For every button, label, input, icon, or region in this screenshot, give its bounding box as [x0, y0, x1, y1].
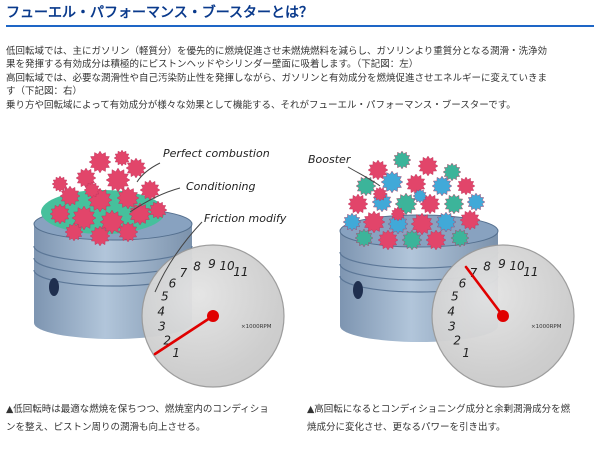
body-line-3: 高回転域では、必要な潤滑性や自己汚染防止性を発揮しながら、ガソリンと有効成分を燃… [6, 73, 548, 84]
gauge-tick-label: 4 [157, 304, 165, 318]
page-title: フューエル・パフォーマンス・ブースターとは？ [6, 5, 314, 21]
red-particle [117, 221, 139, 243]
red-particle [390, 206, 406, 222]
red-particle [64, 222, 84, 242]
needle-hub [207, 310, 219, 322]
red-particle [113, 149, 131, 167]
green-particle [354, 228, 374, 248]
blue-particle [466, 192, 486, 212]
gauge-tick-label: 6 [169, 277, 177, 291]
red-particle [105, 167, 131, 193]
red-particle [362, 210, 386, 234]
gauge-unit-label: ×1000RPM [241, 324, 272, 330]
red-particle [347, 193, 369, 215]
booster-label: Booster [308, 153, 352, 166]
gauge-tick-label: 10 [509, 259, 525, 273]
right-annotations: Booster [308, 153, 381, 187]
red-particle [456, 176, 476, 196]
gauge-tick-label: 9 [498, 257, 506, 271]
red-particle [367, 159, 389, 181]
gauge-tick-label: 8 [483, 260, 491, 274]
red-particle [377, 229, 399, 251]
body-line-5: 乗り方や回転域によって有効成分が様々な効果として機能する、それがフューエル・パフ… [6, 100, 516, 111]
blue-particle [431, 175, 453, 197]
gauge-tick-label: 1 [462, 346, 470, 360]
gauge-tick-label: 7 [180, 266, 188, 280]
gauge-tick-label: 2 [163, 334, 171, 348]
red-particle [459, 209, 481, 231]
green-particle [392, 150, 412, 170]
red-particle [49, 203, 71, 225]
gauge-tick-label: 7 [470, 266, 478, 280]
gauge-tick-label: 4 [447, 304, 455, 318]
red-particle [51, 175, 69, 193]
conditioning-label: Conditioning [186, 180, 256, 193]
left-particle-cloud [49, 149, 168, 247]
red-particle [71, 205, 97, 231]
left-caption-line-2: ンを整え、ピストン周りの潤滑も向上させる。 [6, 422, 206, 433]
body-line-1: 低回転域では、主にガソリン（軽質分）を優先的に燃焼促進させ未燃焼燃料を減らし、ガ… [6, 46, 548, 57]
body-line-4: す（下記図：右） [6, 86, 83, 97]
friction-modify-label: Friction modify [204, 212, 287, 225]
red-particle [89, 225, 111, 247]
green-particle [355, 175, 377, 197]
gauge-tick-label: 5 [161, 290, 169, 304]
red-particle [372, 186, 388, 202]
red-particle [116, 186, 140, 210]
gauge-unit-label: ×1000RPM [531, 324, 562, 330]
red-particle [99, 209, 125, 235]
right-caption-line-2: 焼成分に変化させ、更なるパワーを引き出す。 [307, 422, 506, 433]
gauge-tick-label: 6 [459, 277, 467, 291]
gauge-tick-label: 8 [193, 260, 201, 274]
gauge-tick-label: 11 [233, 265, 248, 279]
title-divider [6, 25, 594, 27]
blue-particle [380, 170, 404, 194]
red-particle [88, 150, 112, 174]
left-annotations: Perfect combustion Conditioning Friction… [129, 147, 287, 293]
pin-hole [353, 281, 363, 299]
needle [153, 314, 215, 356]
perfect-combustion-label: Perfect combustion [163, 147, 270, 160]
red-particle [139, 179, 161, 201]
gauge-tick-label: 3 [448, 319, 456, 333]
gauge-tick-label: 11 [523, 265, 538, 279]
green-particle [443, 193, 465, 215]
blue-particle [435, 211, 457, 233]
red-particle [59, 185, 81, 207]
green-particle [401, 229, 423, 251]
right-caption-line-1: ▲高回転になるとコンディショニング成分と余剰潤滑成分を燃 [307, 404, 571, 415]
blue-particle [412, 188, 428, 204]
gauge-tick-label: 3 [158, 319, 166, 333]
gauge-tick-label: 2 [453, 334, 461, 348]
red-particle [425, 229, 447, 251]
red-particle [410, 212, 434, 236]
green-particle [450, 228, 470, 248]
red-particle [417, 155, 439, 177]
gauge-tick-label: 5 [451, 290, 459, 304]
red-particle [83, 181, 101, 199]
pin-hole [49, 278, 59, 296]
gauge-tick-label: 1 [172, 346, 180, 360]
right-particle-cloud [342, 150, 486, 251]
red-particle [148, 200, 168, 220]
body-line-2: 果を発揮する有効成分は積極的にピストンヘッドやシリンダー壁面に吸着します。（下記… [6, 59, 419, 70]
gauge-tick-label: 10 [219, 259, 235, 273]
green-particle [442, 162, 462, 182]
needle-hub [497, 310, 509, 322]
left-caption-line-1: ▲低回転時は最適な燃焼を保ちつつ、燃焼室内のコンディショ [6, 404, 269, 415]
needle [464, 265, 505, 318]
gauge-tick-label: 9 [208, 257, 216, 271]
blue-particle [342, 212, 362, 232]
